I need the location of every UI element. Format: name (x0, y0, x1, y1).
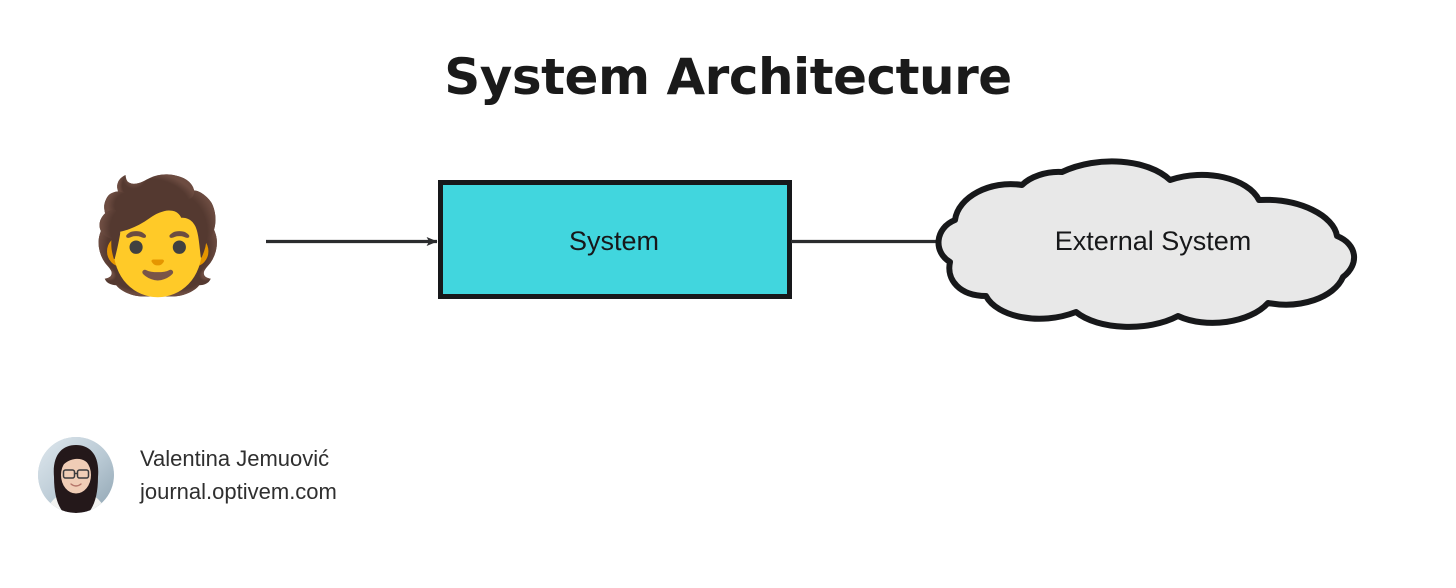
avatar (38, 437, 114, 513)
system-architecture-diagram: 🧑 System External System (0, 140, 1456, 340)
diagram-canvas (266, 158, 1357, 330)
byline-name: Valentina Jemuović (140, 446, 330, 472)
node-system-rect[interactable] (438, 180, 792, 299)
page-title: System Architecture (444, 48, 1012, 106)
node-external-system-label: External System (1054, 226, 1252, 256)
byline-text: Valentina Jemuović journal.optivem.com (140, 447, 337, 502)
node-external-system-cloud[interactable] (935, 158, 1357, 330)
avatar-photo (38, 437, 114, 513)
person-emoji: 🧑 (88, 171, 228, 301)
byline: Valentina Jemuović journal.optivem.com (38, 437, 337, 513)
node-system-label: System (568, 226, 660, 256)
byline-site: journal.optivem.com (140, 478, 337, 504)
